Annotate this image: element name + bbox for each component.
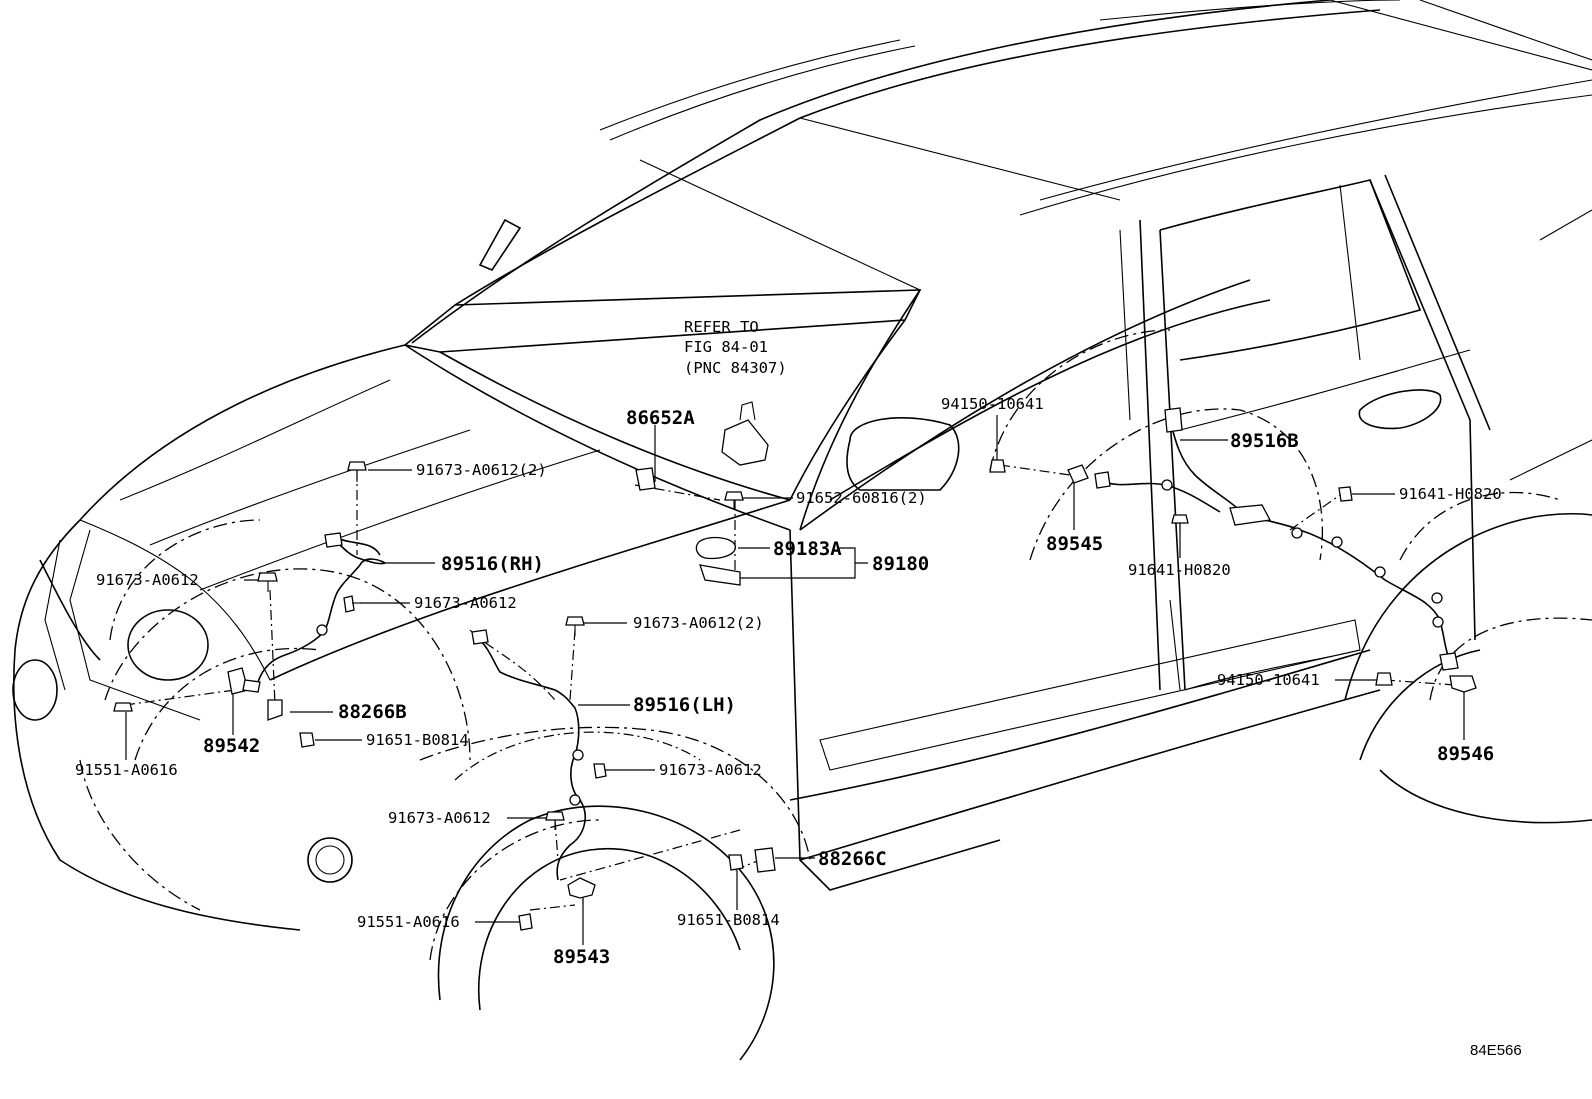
bracket-icon: [699, 564, 741, 586]
bolt-icon: [545, 811, 565, 830]
bolt-icon: [1171, 514, 1189, 530]
label-91651-lh: 91651-B0814: [677, 911, 780, 929]
label-91673-lh-3: 91673-A0612: [388, 809, 491, 827]
label-91551-lh: 91551-A0616: [357, 913, 460, 931]
sensor-icon: [567, 877, 596, 905]
bolt-icon: [565, 616, 585, 636]
label-94150-low: 94150-10641: [1217, 671, 1320, 689]
connector-icon: [1164, 407, 1183, 433]
label-91551-left: 91551-A0616: [75, 761, 178, 779]
bracket-icon: [695, 536, 736, 560]
label-94150-top: 94150-10641: [941, 395, 1044, 413]
bolt-icon: [113, 702, 133, 712]
note-line-3: (PNC 84307): [684, 359, 787, 377]
label-86652a: 86652A: [626, 407, 695, 429]
bolt-icon: [518, 913, 533, 931]
bracket-icon: [267, 699, 283, 721]
label-91651-left: 91651-B0814: [366, 731, 469, 749]
bolt-icon: [257, 572, 278, 592]
connector-icon: [324, 532, 343, 548]
labels: REFER TO FIG 84-01 (PNC 84307) 86652A 91…: [75, 318, 1522, 1059]
note-line-2: FIG 84-01: [684, 338, 768, 356]
label-89543: 89543: [553, 946, 610, 968]
note-line-1: REFER TO: [684, 318, 759, 336]
bracket-icon: [754, 847, 776, 873]
label-89183a: 89183A: [773, 538, 842, 560]
connector-icon: [1439, 652, 1459, 671]
label-91673-top: 91673-A0612(2): [416, 461, 547, 479]
label-91673-left: 91673-A0612: [96, 571, 199, 589]
label-89542: 89542: [203, 735, 260, 757]
bolt-icon: [593, 763, 607, 779]
label-88266c: 88266C: [818, 848, 887, 870]
leader-lines: [124, 415, 1465, 945]
label-91673-lh-2: 91673-A0612(2): [633, 614, 764, 632]
connector-icon: [471, 629, 489, 645]
bolt-icon: [728, 854, 744, 871]
figure-code: 84E566: [1470, 1042, 1522, 1059]
label-89180: 89180: [872, 553, 929, 575]
connector-icon: [1229, 504, 1272, 526]
connector-icon: [1094, 471, 1111, 489]
bolt-icon: [343, 595, 362, 613]
grommet-icon: [989, 459, 1006, 473]
label-91652: 91652-60816(2): [796, 489, 927, 507]
bolt-icon: [299, 732, 315, 748]
grommet-icon: [1375, 672, 1393, 686]
bolt-icon: [724, 491, 744, 510]
sensor-icon: [1449, 675, 1477, 693]
label-89545: 89545: [1046, 533, 1103, 555]
label-89516-lh: 89516(LH): [633, 694, 736, 716]
label-89546: 89546: [1437, 743, 1494, 765]
parts: [113, 401, 1477, 931]
label-91641-top: 91641-H0820: [1399, 485, 1502, 503]
label-89516-rh: 89516(RH): [441, 553, 544, 575]
label-91673-lh-1: 91673-A0612: [659, 761, 762, 779]
module-icon: [721, 401, 769, 466]
label-91673-mid: 91673-A0612: [414, 594, 517, 612]
sensor-icon: [1067, 464, 1089, 484]
connector-icon: [635, 467, 656, 491]
label-88266b: 88266B: [338, 701, 407, 723]
bolt-icon: [347, 461, 367, 482]
sensor-icon: [227, 667, 261, 695]
harness-wires: [257, 419, 1451, 881]
vehicle-outline: [12, 0, 1592, 1061]
label-89516b: 89516B: [1230, 430, 1299, 452]
label-91641-mid: 91641-H0820: [1128, 561, 1231, 579]
bolt-icon: [1338, 486, 1353, 502]
